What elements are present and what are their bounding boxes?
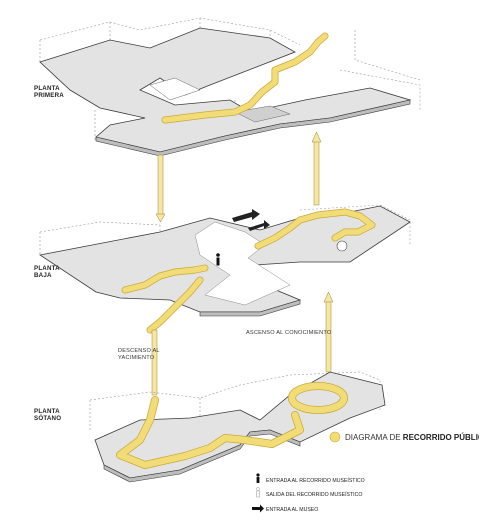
basement-wireframe <box>89 371 381 430</box>
vertical-connectors-upper <box>155 131 322 223</box>
descent-label-line1: DESCENSO AL <box>118 348 160 354</box>
up-arrow-icon <box>323 291 334 303</box>
basement-route-fill <box>116 396 304 469</box>
legend-title-bold: RECORRIDO PÚBLICO <box>403 433 479 442</box>
basement-label-line2: SÓTANO <box>34 414 61 422</box>
first-label-line1: PLANTA <box>34 85 60 92</box>
legend-title: DIAGRAMA DE RECORRIDO PÚBLICO <box>345 433 479 442</box>
ground-route-left-fill <box>122 265 208 293</box>
ground-hall <box>194 221 291 306</box>
basement-ring-ramp-fill <box>288 382 348 414</box>
person-outline-icon <box>256 487 260 498</box>
floor-first: PLANTA PRIMERA <box>34 17 421 157</box>
person-icon <box>216 253 220 266</box>
ascent-shaft-lower <box>325 299 332 373</box>
descent-label-line2: YACIMIENTO <box>118 355 155 361</box>
descent-shaft-lower <box>151 329 158 396</box>
basement-label-line1: PLANTA <box>34 408 60 415</box>
floor-basement: PLANTA SÓTANO <box>34 371 386 483</box>
floor-ground: PLANTA BAJA <box>34 204 411 334</box>
legend: DIAGRAMA DE RECORRIDO PÚBLICO ENTRADA AL… <box>252 431 479 513</box>
legend-swatch <box>329 431 341 443</box>
ground-stair-down-fill <box>147 277 203 333</box>
museum-entrance-arrows <box>232 209 270 231</box>
vertical-connectors-lower: DESCENSO AL YACIMIENTO ASCENSO AL CONOCI… <box>118 291 334 396</box>
first-patio <box>234 105 291 123</box>
ground-label-line1: PLANTA <box>34 265 60 272</box>
legend-title-prefix: DIAGRAMA DE <box>345 433 403 442</box>
legend-item-entry: ENTRADA AL RECORRIDO MUSEÍSTICO <box>266 477 365 484</box>
descent-shaft-upper <box>157 154 164 218</box>
ascent-shaft-upper <box>313 139 320 206</box>
first-label-line2: PRIMERA <box>34 92 64 99</box>
first-slab-top <box>39 27 412 153</box>
ground-route-right-fill <box>255 209 375 249</box>
first-void <box>149 77 201 101</box>
down-arrow-icon <box>155 213 166 223</box>
first-route-fill <box>162 33 328 123</box>
arrow-right-icon <box>252 504 264 513</box>
basement-slab-edge <box>103 429 301 483</box>
legend-item-exit: SALIDA DEL RECORRIDO MUSEÍSTICO <box>266 491 362 498</box>
ascent-label: ASCENSO AL CONOCIMIENTO <box>246 330 332 336</box>
person-icon <box>256 473 260 483</box>
legend-item-museum: ENTRADA AL MUSEO <box>266 507 318 513</box>
ground-label-line2: BAJA <box>34 272 52 279</box>
ground-slab-edge <box>199 299 301 317</box>
ground-round-opening <box>336 240 348 252</box>
up-arrow-icon <box>311 131 322 143</box>
